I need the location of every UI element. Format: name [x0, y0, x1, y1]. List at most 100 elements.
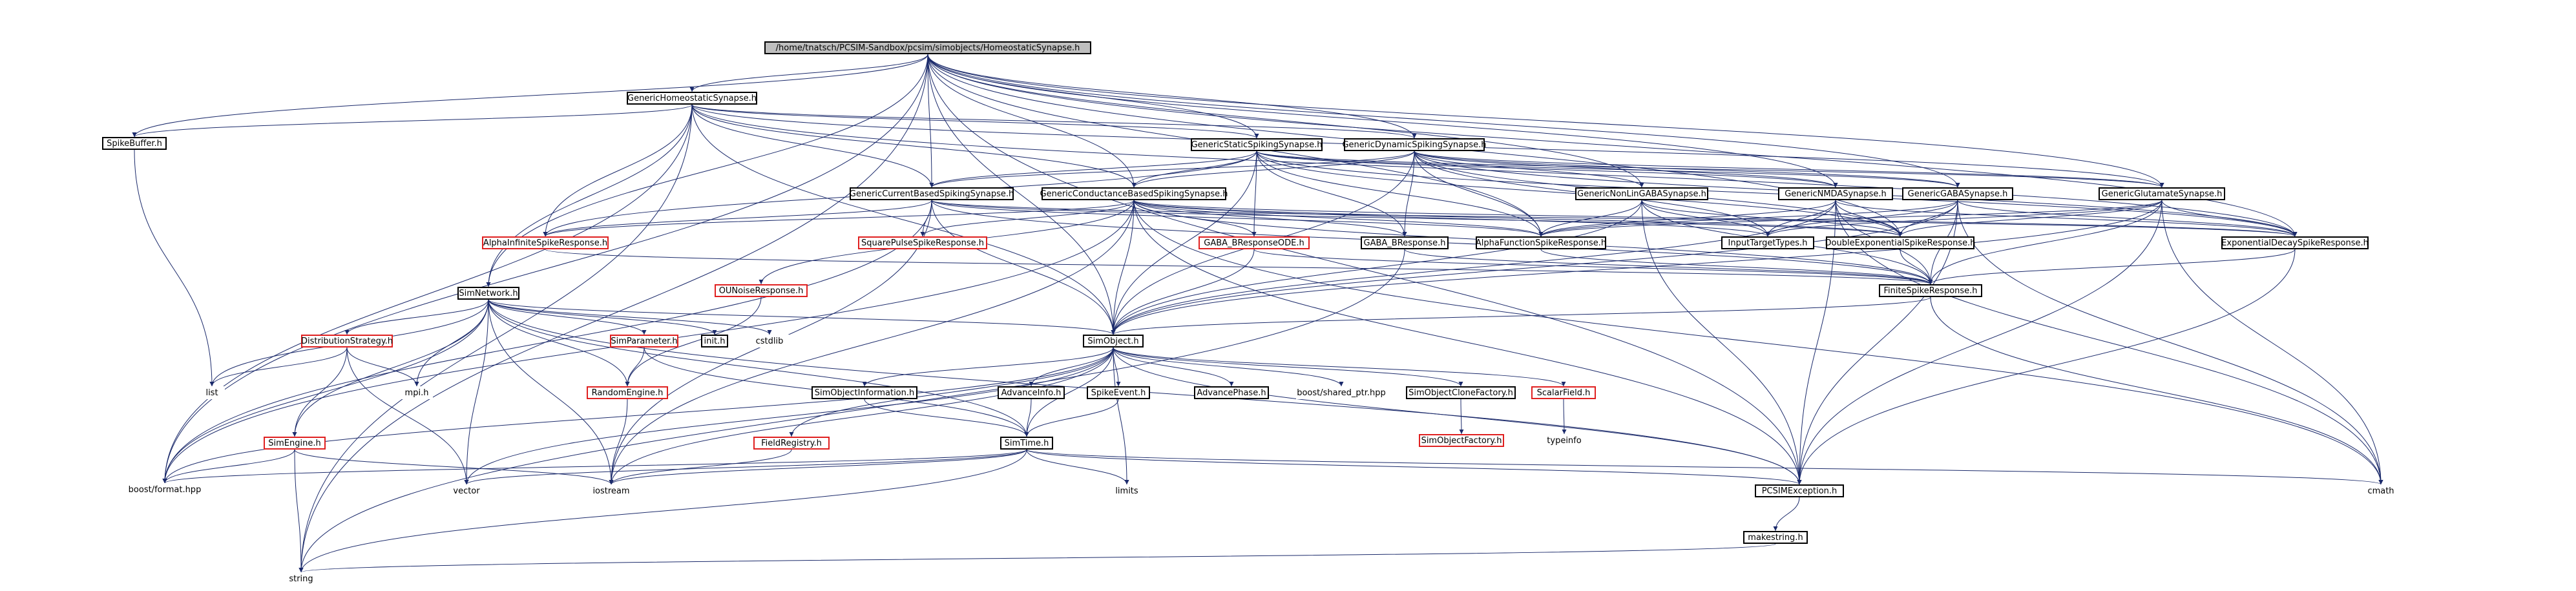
edge-gnmda-to-cmath	[1835, 200, 2383, 485]
edge-simtime-to-vector	[464, 449, 1027, 485]
edge-root-to-simobject	[927, 54, 1116, 335]
alpha-function-spike-response-node[interactable]: AlphaFunctionSpikeResponse.h	[1476, 236, 1606, 249]
edge-root-to-expdecay	[927, 54, 2298, 237]
edge-ghs-to-gss	[691, 104, 1259, 139]
pcsim-exception-node[interactable]: PCSIMException.h	[1755, 484, 1844, 497]
root-header-node[interactable]: /home/tnatsch/PCSIM-Sandbox/pcsim/simobj…	[764, 41, 1091, 54]
limits-node: limits	[1109, 484, 1145, 497]
edge-gnonlin-to-doubleexp	[1641, 200, 1903, 237]
sim-network-node[interactable]: SimNetwork.h	[457, 287, 519, 300]
edge-gcbss-to-bformat	[162, 200, 932, 484]
generic-nonlin-gaba-synapse-node[interactable]: GenericNonLinGABASynapse.h	[1575, 187, 1708, 200]
edge-gcondbss-to-simobject	[1111, 200, 1135, 335]
double-exponential-spike-response-node[interactable]: DoubleExponentialSpikeResponse.h	[1825, 236, 1975, 249]
edge-ggaba-to-alphafunc	[1538, 200, 1958, 237]
edge-ghs-to-simnetwork	[486, 104, 693, 287]
scalar-field-node[interactable]: ScalarField.h	[1531, 386, 1596, 399]
boost-shared-ptr-node: boost/shared_ptr.hpp	[1296, 386, 1387, 399]
edge-simnetwork-to-simtime	[488, 299, 1029, 437]
edge-ghs-to-gcondbss	[691, 104, 1136, 188]
edge-gcbss-to-alphafunc	[931, 200, 1544, 237]
edge-expdecay-to-finite	[1928, 249, 2296, 285]
edge-simparam-to-randomengine	[625, 347, 645, 387]
distribution-strategy-node[interactable]: DistributionStrategy.h	[301, 335, 393, 347]
edge-simobject-to-simtime	[1024, 347, 1114, 437]
gaba-b-response-ode-node[interactable]: GABA_BResponseODE.h	[1199, 236, 1310, 249]
finite-spike-response-node[interactable]: FiniteSpikeResponse.h	[1879, 284, 1982, 297]
edge-root-to-gcbss	[927, 54, 934, 188]
gaba-b-response-node[interactable]: GABA_BResponse.h	[1361, 236, 1449, 249]
edge-simengine-to-string	[294, 449, 304, 573]
generic-gaba-synapse-node[interactable]: GenericGABASynapse.h	[1902, 187, 2013, 200]
edge-gglut-to-pcsimexc	[1797, 200, 2162, 485]
sim-engine-node[interactable]: SimEngine.h	[264, 437, 326, 450]
edge-gdss-to-gglut	[1414, 150, 2164, 188]
sim-object-information-node[interactable]: SimObjectInformation.h	[812, 386, 917, 399]
edge-simobject-to-pcsimexc	[1113, 347, 1802, 485]
edge-simtime-to-iostream	[609, 449, 1027, 485]
field-registry-node[interactable]: FieldRegistry.h	[753, 437, 830, 450]
advance-phase-node[interactable]: AdvancePhase.h	[1194, 386, 1269, 399]
iostream-node: iostream	[587, 484, 636, 497]
makestring-node[interactable]: makestring.h	[1743, 531, 1808, 544]
sim-time-node[interactable]: SimTime.h	[1000, 437, 1053, 450]
edge-gcondbss-to-alphainf	[543, 200, 1135, 237]
generic-conductance-based-spiking-synapse-node[interactable]: GenericConductanceBasedSpikingSynapse.h	[1040, 187, 1228, 200]
generic-dynamic-spiking-synapse-node[interactable]: GenericDynamicSpikingSynapse.h	[1342, 138, 1487, 151]
square-pulse-spike-response-node[interactable]: SquarePulseSpikeResponse.h	[858, 236, 987, 249]
edge-simnetwork-to-randomengine	[488, 299, 630, 387]
sim-object-clone-factory-node[interactable]: SimObjectCloneFactory.h	[1406, 386, 1516, 399]
generic-homeostatic-synapse-node[interactable]: GenericHomeostaticSynapse.h	[627, 92, 757, 105]
string-node: string	[284, 572, 318, 585]
edge-gglut-to-simobject	[1111, 200, 2162, 335]
edge-gcondbss-to-expdecay	[1133, 200, 2298, 237]
edge-ghs-to-gcbss	[691, 104, 934, 188]
edge-simobject-to-clonefactory	[1113, 347, 1463, 387]
advance-info-node[interactable]: AdvanceInfo.h	[998, 386, 1065, 399]
edge-gdss-to-gcbss	[929, 150, 1415, 188]
edge-fieldregistry-to-iostream	[609, 449, 792, 485]
edge-gglut-to-expdecay	[2161, 200, 2298, 237]
edge-gcbss-to-doubleexp	[931, 200, 1903, 237]
init-node[interactable]: init.h	[701, 335, 728, 347]
edge-spikebuffer-to-list	[134, 149, 215, 387]
generic-nmda-synapse-node[interactable]: GenericNMDASynapse.h	[1778, 187, 1893, 200]
sim-parameter-node[interactable]: SimParameter.h	[610, 335, 678, 347]
edge-simtime-to-pcsimexc	[1026, 449, 1802, 485]
edge-alphafunc-to-finite	[1540, 249, 1933, 285]
edge-gnonlin-to-pcsimexc	[1641, 200, 1802, 485]
edge-simnetwork-to-simengine	[292, 299, 489, 437]
edge-advanceinfo-to-simtime	[1024, 399, 1032, 437]
edge-gnmda-to-doubleexp	[1835, 200, 1903, 237]
edge-simnetwork-to-iostream	[488, 299, 614, 485]
edge-root-to-gnmda	[927, 54, 1838, 188]
edge-ggaba-to-inputtarget	[1765, 200, 1958, 237]
spike-event-node[interactable]: SpikeEvent.h	[1087, 386, 1150, 399]
edge-simobject-to-fieldregistry	[789, 347, 1114, 437]
edge-ghs-to-gdss	[691, 104, 1417, 139]
edge-gcondbss-to-iostream	[609, 200, 1135, 485]
sim-object-node[interactable]: SimObject.h	[1083, 335, 1144, 347]
edge-gnonlin-to-simobject	[1111, 200, 1642, 335]
edge-simnetwork-to-cstdlib	[488, 299, 772, 335]
alpha-infinite-spike-response-node[interactable]: AlphaInfiniteSpikeResponse.h	[482, 236, 609, 249]
edge-ggaba-to-simobject	[1111, 200, 1958, 335]
edge-root-to-simnetwork	[486, 54, 928, 287]
generic-glutamate-synapse-node[interactable]: GenericGlutamateSynapse.h	[2099, 187, 2225, 200]
edge-simengine-to-bformat	[162, 449, 295, 484]
random-engine-node[interactable]: RandomEngine.h	[587, 386, 668, 399]
spike-buffer-node[interactable]: SpikeBuffer.h	[102, 137, 167, 150]
edge-root-to-gnonlin	[927, 54, 1644, 188]
input-target-types-node[interactable]: InputTargetTypes.h	[1721, 236, 1814, 249]
edge-ghs-to-bformat	[162, 104, 693, 484]
edge-gdss-to-gcondbss	[1131, 150, 1415, 188]
generic-current-based-spiking-synapse-node[interactable]: GenericCurrentBasedSpikingSynapse.h	[850, 187, 1014, 200]
sim-object-factory-node[interactable]: SimObjectFactory.h	[1419, 434, 1504, 447]
exponential-decay-spike-response-node[interactable]: ExponentialDecaySpikeResponse.h	[2221, 236, 2369, 249]
ou-noise-response-node[interactable]: OUNoiseResponse.h	[715, 284, 808, 297]
edge-ggaba-to-cmath	[1957, 200, 2383, 485]
generic-static-spiking-synapse-node[interactable]: GenericStaticSpikingSynapse.h	[1191, 138, 1323, 151]
edge-gss-to-gcbss	[929, 150, 1257, 188]
